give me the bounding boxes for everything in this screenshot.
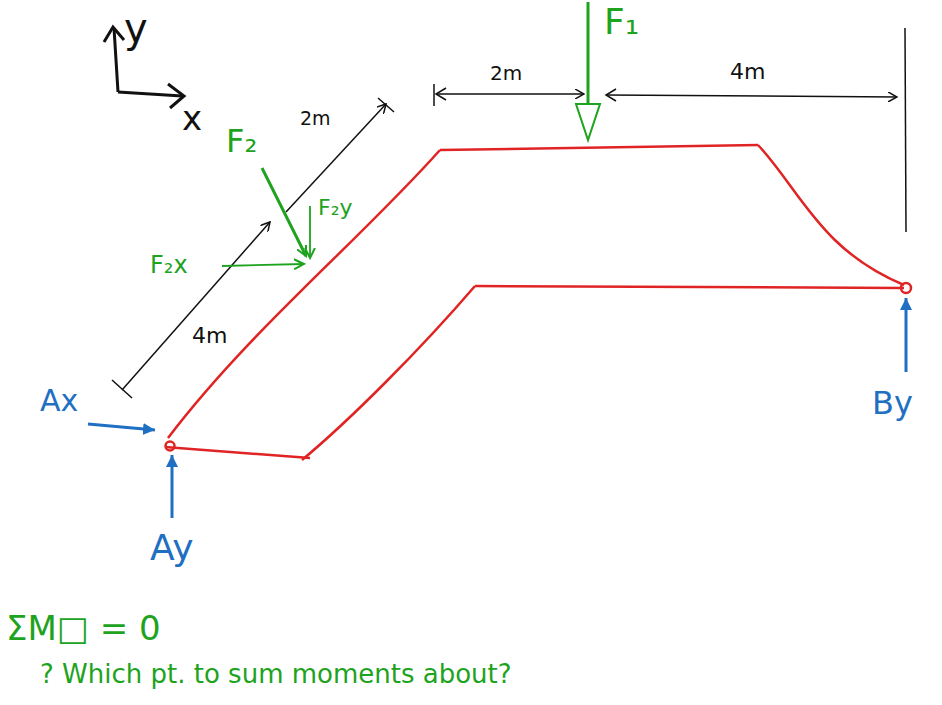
note-text: ΣM□ = 0 (6, 610, 161, 647)
force-component (309, 206, 311, 258)
force-label: Ax (40, 384, 78, 417)
x-axis (118, 92, 182, 96)
force-label: By (872, 386, 913, 421)
force-label: F₁ (604, 2, 639, 42)
dimension-tick (378, 98, 394, 112)
structure-edge (302, 286, 475, 460)
dimension-head (606, 89, 616, 101)
force-label: Ay (150, 528, 194, 568)
structure-edge (758, 145, 904, 285)
dimension-line (436, 93, 584, 95)
reaction-arrow (88, 424, 155, 430)
force-arrow (262, 168, 306, 256)
structure-edge (165, 447, 310, 458)
force-component (222, 264, 304, 266)
note-text: ? Which pt. to sum moments about? (40, 660, 512, 689)
dimension-tick (905, 28, 906, 232)
dimension-label: 2m (490, 62, 522, 84)
y-axis (114, 28, 118, 92)
dimension-head (436, 88, 446, 100)
dimension-label: 2m (300, 108, 331, 129)
dimension-label: 4m (730, 60, 765, 84)
x-axis-head (168, 84, 184, 108)
reaction-arrow (171, 455, 174, 518)
dimension-tick (433, 84, 435, 106)
axis-label: y (124, 6, 148, 50)
dimension-tick (112, 380, 132, 398)
pin-support (901, 283, 911, 293)
reactions (88, 298, 906, 518)
force-label: F₂y (318, 196, 353, 220)
applied-forces (222, 2, 600, 266)
y-axis-head (104, 27, 124, 42)
reaction-arrow (905, 298, 908, 372)
dimension-line (122, 222, 270, 390)
force-arrow (587, 2, 590, 104)
dimensions (112, 28, 906, 398)
structure-edge (475, 286, 904, 288)
axis-label: x (182, 100, 202, 137)
structure (165, 145, 911, 460)
structure-edge (440, 145, 758, 150)
dimension-line (606, 95, 897, 97)
force-label: F₂x (150, 252, 188, 278)
force-arrow-head (576, 104, 600, 140)
pin-support (166, 442, 175, 451)
dimension-label: 4m (192, 324, 227, 348)
force-label: F₂ (226, 124, 257, 159)
